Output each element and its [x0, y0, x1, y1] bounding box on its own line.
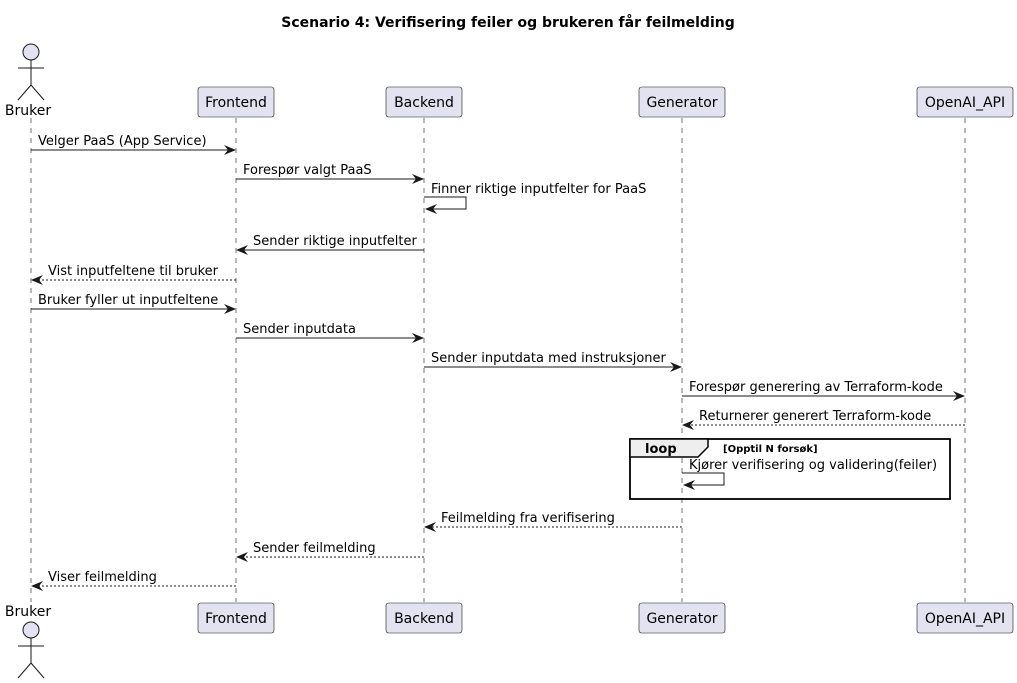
participant-label: Frontend [205, 611, 267, 627]
message-4: Sender riktige inputfelter [236, 234, 424, 255]
participant-generator-bottom: Generator [638, 602, 726, 634]
lifelines [30, 118, 966, 602]
message-label: Sender riktige inputfelter [253, 234, 418, 249]
message-label: Returnerer generert Terraform-kode [699, 409, 931, 424]
message-label: Bruker fyller ut inputfeltene [38, 293, 218, 308]
participant-box [916, 86, 1014, 118]
message-6: Bruker fyller ut inputfeltene [31, 293, 236, 314]
participant-box [197, 602, 275, 634]
message-8: Sender inputdata med instruksjoner [424, 351, 682, 372]
participant-label: OpenAI_API [925, 611, 1005, 627]
participant-box [638, 602, 726, 634]
participant-backend-bottom: Backend [385, 602, 463, 634]
actor-label-bottom: Bruker [5, 604, 51, 620]
message-10: Returnerer generert Terraform-kode [682, 409, 965, 430]
loop-keyword: loop [645, 442, 677, 457]
loop-keyword-tab [629, 438, 709, 458]
message-label: Finner riktige inputfelter for PaaS [431, 182, 646, 197]
participant-label: Generator [646, 611, 717, 627]
participant-label: Backend [394, 611, 454, 627]
message-2: Forespør valgt PaaS [236, 163, 424, 184]
message-label: Velger PaaS (App Service) [38, 134, 207, 149]
message-label: Kjører verifisering og validering(feiler… [689, 458, 937, 473]
message-12: Feilmelding fra verifisering [424, 511, 682, 532]
message-3: Finner riktige inputfelter for PaaS [424, 182, 646, 214]
message-7: Sender inputdata [236, 322, 424, 343]
participant-frontend-top: Frontend [197, 86, 275, 118]
loop-condition: [Opptil N forsøk] [723, 444, 818, 455]
participants: BrukerBrukerFrontendFrontendBackendBacke… [5, 43, 1014, 679]
loop-fragment: loop [Opptil N forsøk] [629, 438, 951, 500]
message-1: Velger PaaS (App Service) [31, 134, 236, 155]
participant-generator-top: Generator [638, 86, 726, 118]
message-label: Forespør generering av Terraform-kode [689, 380, 943, 395]
message-13: Sender feilmelding [236, 541, 424, 562]
message-label: Forespør valgt PaaS [243, 163, 372, 178]
actor-figure-top [17, 43, 45, 101]
message-9: Forespør generering av Terraform-kode [682, 380, 965, 401]
participant-box [638, 86, 726, 118]
message-11: Kjører verifisering og validering(feiler… [682, 458, 937, 490]
participant-label: Backend [394, 95, 454, 111]
actor-label-top: Bruker [5, 103, 51, 119]
actor-figure-bottom [17, 621, 45, 679]
participant-box [385, 86, 463, 118]
message-label: Viser feilmelding [48, 570, 157, 585]
participant-box [385, 602, 463, 634]
message-14: Viser feilmelding [31, 570, 236, 591]
loop-frame-border [629, 438, 951, 500]
participant-box [197, 86, 275, 118]
message-label: Sender feilmelding [253, 541, 376, 556]
participant-box [916, 602, 1014, 634]
participant-backend-top: Backend [385, 86, 463, 118]
messages: Velger PaaS (App Service) Forespør valgt … [31, 134, 965, 591]
participant-label: Generator [646, 95, 717, 111]
participant-openai-top: OpenAI_API [916, 86, 1014, 118]
message-5: Vist inputfeltene til bruker [31, 264, 236, 285]
message-label: Feilmelding fra verifisering [441, 511, 615, 526]
participant-openai-bottom: OpenAI_API [916, 602, 1014, 634]
participant-frontend-bottom: Frontend [197, 602, 275, 634]
message-arrow [682, 472, 725, 490]
diagram-title: Scenario 4: Verifisering feiler og bruke… [281, 14, 734, 31]
message-arrow [424, 196, 467, 214]
message-label: Sender inputdata [243, 322, 356, 337]
message-label: Vist inputfeltene til bruker [48, 264, 219, 279]
participant-label: OpenAI_API [925, 95, 1005, 111]
message-label: Sender inputdata med instruksjoner [431, 351, 667, 366]
participant-label: Frontend [205, 95, 267, 111]
